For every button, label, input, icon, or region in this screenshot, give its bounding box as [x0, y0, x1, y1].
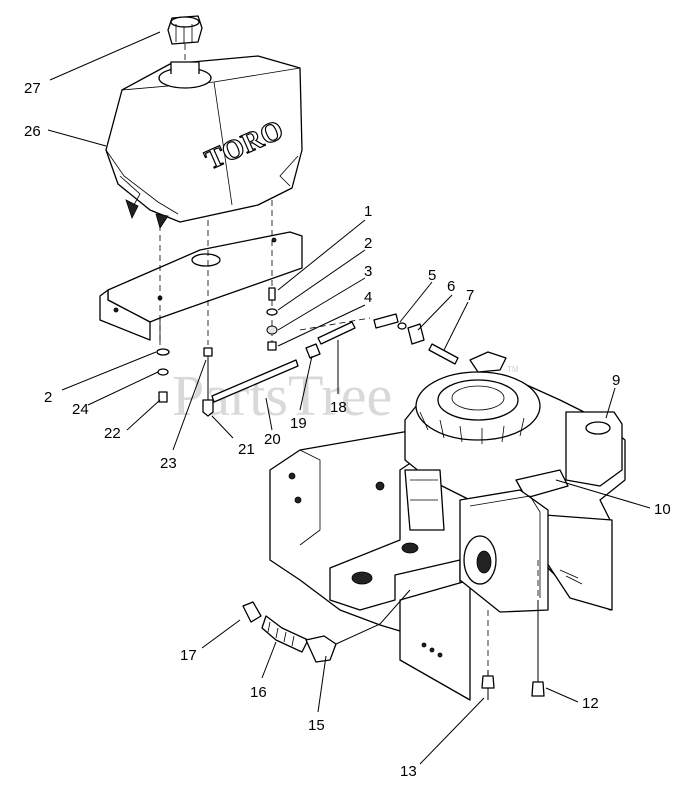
watermark: PartsTree TM	[172, 363, 519, 428]
callout-9: 9	[612, 372, 620, 389]
engine-deck-plate	[269, 429, 471, 701]
callout-19: 19	[290, 415, 307, 432]
engine-bolts	[481, 560, 545, 700]
fuel-cap	[167, 15, 203, 64]
leader-lines	[47, 31, 651, 765]
callouts: 27 26 1 2 3 4 5 6 7 9 10 12 13 15 16 17 …	[24, 80, 671, 780]
callout-12: 12	[582, 695, 599, 712]
lower-fuel-line	[242, 589, 411, 663]
tank-bracket	[99, 231, 303, 345]
tank-mount-hardware-right	[266, 200, 278, 351]
fuel-hose-assembly	[211, 313, 459, 403]
callout-23: 23	[160, 455, 177, 472]
callout-1: 1	[364, 203, 372, 220]
callout-10: 10	[654, 501, 671, 518]
watermark-trademark: TM	[507, 365, 519, 374]
callout-7: 7	[466, 287, 474, 304]
callout-26: 26	[24, 123, 41, 140]
callout-20: 20	[264, 431, 281, 448]
callout-17: 17	[180, 647, 197, 664]
callout-16: 16	[250, 684, 267, 701]
callout-2-lower: 2	[44, 389, 52, 406]
muffler-block	[404, 469, 549, 613]
callout-22: 22	[104, 425, 121, 442]
callout-2-upper: 2	[364, 235, 372, 252]
fuel-tank: TORO	[105, 55, 303, 229]
callout-6: 6	[447, 278, 455, 295]
callout-21: 21	[238, 441, 255, 458]
callout-24: 24	[72, 401, 89, 418]
callout-15: 15	[308, 717, 325, 734]
callout-27: 27	[24, 80, 41, 97]
tank-mount-hardware-left	[156, 225, 170, 403]
callout-13: 13	[400, 763, 417, 780]
callout-18: 18	[330, 399, 347, 416]
fuel-line-outlet	[202, 220, 214, 417]
callout-5: 5	[428, 267, 436, 284]
watermark-text: PartsTree	[172, 363, 392, 428]
callout-3: 3	[364, 263, 372, 280]
callout-4: 4	[364, 289, 372, 306]
